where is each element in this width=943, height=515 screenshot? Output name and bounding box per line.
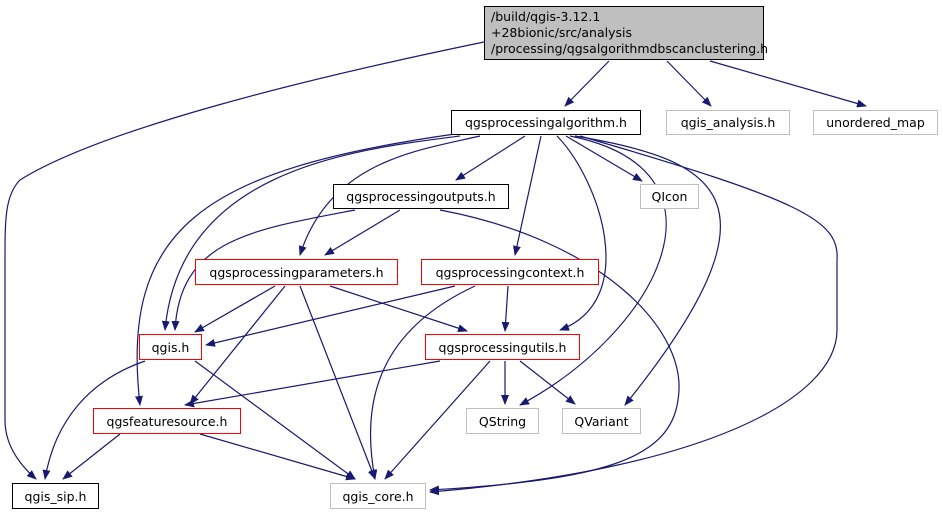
root-line-2: +28bionic/src/analysis — [491, 25, 632, 40]
edge-context-to-core — [369, 285, 476, 480]
node-qgis-h[interactable]: qgis.h — [139, 334, 202, 360]
node-qgis-core[interactable]: qgis_core.h — [330, 483, 426, 509]
edge-params-to-featsrc — [189, 285, 286, 405]
node-qgsfeaturesource[interactable]: qgsfeaturesource.h — [93, 408, 241, 434]
edge-qgis-to-sip — [42, 360, 146, 480]
edge-algo-to-qvariant — [574, 135, 721, 406]
node-qicon[interactable]: QIcon — [640, 184, 699, 209]
edge-algo-to-params — [298, 135, 481, 256]
node-qstring[interactable]: QString — [466, 408, 539, 434]
edge-algo-to-featsrc — [135, 133, 456, 406]
edge-utils-to-core — [384, 360, 491, 480]
node-unordered-map[interactable]: unordered_map — [813, 110, 938, 135]
edge-context-to-utils — [501, 285, 510, 332]
edge-featsrc-to-core — [199, 433, 356, 481]
node-qgsprocessingoutputs[interactable]: qgsprocessingoutputs.h — [333, 184, 509, 209]
edge-utils-to-featsrc — [184, 360, 441, 408]
edge-algo-to-qgis — [161, 135, 461, 331]
node-qgis-analysis[interactable]: qgis_analysis.h — [666, 110, 790, 135]
node-root-file[interactable]: /build/qgis-3.12.1 +28bionic/src/analysi… — [484, 6, 769, 60]
edge-context-to-qgis — [205, 285, 456, 347]
edge-featsrc-to-sip — [62, 433, 121, 480]
edge-outputs-to-params — [324, 209, 401, 256]
edge-outputs-to-core — [429, 209, 680, 494]
edge-algo-to-qstring — [519, 135, 667, 406]
edge-params-to-qgis — [194, 285, 276, 333]
edge-algo-to-core — [429, 135, 838, 496]
root-line-3: /processing/qgsalgorithmdbscanclustering… — [491, 41, 769, 56]
edge-params-to-core — [299, 285, 376, 480]
edge-algo-to-context — [513, 135, 542, 256]
node-qgsprocessingcontext[interactable]: qgsprocessingcontext.h — [421, 259, 599, 285]
node-qgsprocessingparameters[interactable]: qgsprocessingparameters.h — [195, 259, 398, 285]
edge-algo-to-utils — [556, 135, 607, 331]
node-qvariant[interactable]: QVariant — [562, 408, 641, 434]
edge-outputs-to-qgis — [171, 209, 356, 331]
edge-root-to-umap — [709, 60, 867, 108]
edge-root-to-sip — [4, 41, 485, 480]
edge-algo-to-qicon — [565, 135, 643, 182]
edge-algo-to-outputs — [455, 135, 526, 181]
node-qgsprocessingutils[interactable]: qgsprocessingutils.h — [425, 334, 580, 360]
root-line-1: /build/qgis-3.12.1 — [491, 9, 601, 24]
edge-utils-to-qvariant — [519, 360, 576, 405]
node-qgis-sip[interactable]: qgis_sip.h — [12, 483, 99, 509]
edge-root-to-analysis — [666, 60, 712, 107]
edge-qgis-to-core — [194, 360, 356, 480]
edge-root-to-algo — [564, 60, 610, 107]
edge-params-to-utils — [329, 285, 468, 332]
node-qgsprocessingalgorithm[interactable]: qgsprocessingalgorithm.h — [451, 110, 641, 135]
